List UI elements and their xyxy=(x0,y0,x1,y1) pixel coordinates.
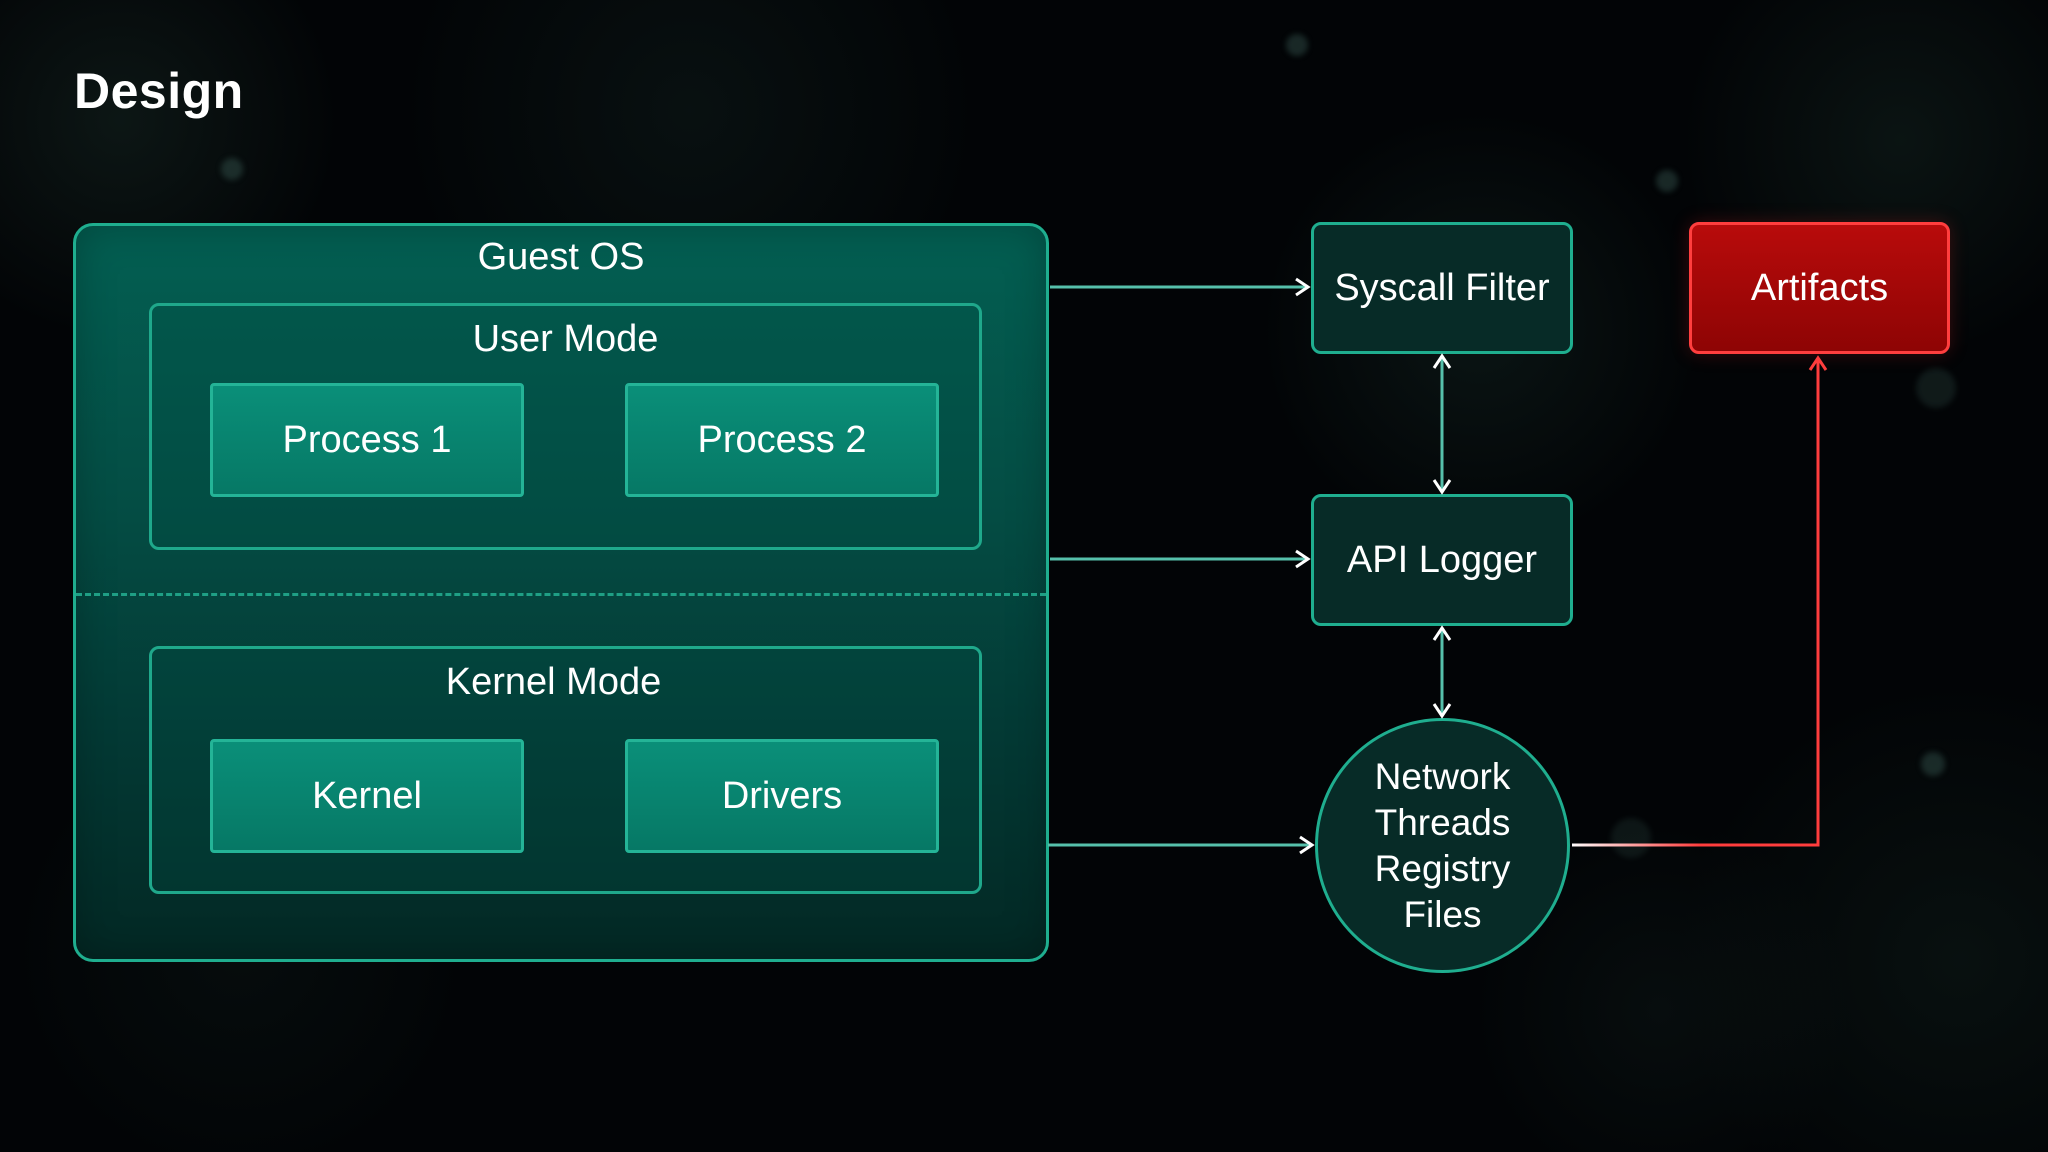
mode-separator-dashed-line xyxy=(76,593,1046,596)
collector-line-registry: Registry xyxy=(1374,847,1511,889)
guest-to-syscall-arrow xyxy=(1050,277,1311,297)
background-dot xyxy=(221,158,243,180)
collector-line-network: Network xyxy=(1374,755,1511,797)
drivers-box: Drivers xyxy=(625,739,939,853)
api-logger-box: API Logger xyxy=(1311,494,1573,626)
syscall-filter-box: Syscall Filter xyxy=(1311,222,1573,354)
background-dot xyxy=(1611,818,1651,858)
syscall-api-logger-bidirectional-arrow xyxy=(1432,353,1452,495)
background-dot xyxy=(1286,34,1308,56)
api-logger-collector-bidirectional-arrow xyxy=(1432,625,1452,719)
collector-to-artifacts-arrow xyxy=(1572,355,1828,847)
slide-title: Design xyxy=(74,63,244,119)
collector-line-threads: Threads xyxy=(1374,801,1511,843)
kernel-to-collector-arrow xyxy=(1048,835,1315,855)
process-1-box: Process 1 xyxy=(210,383,524,497)
guest-os-label: Guest OS xyxy=(477,236,645,278)
kernel-mode-box: Kernel Mode Kernel Drivers xyxy=(149,646,982,894)
background-dot xyxy=(1921,752,1945,776)
kernel-box: Kernel xyxy=(210,739,524,853)
collector-circle: Network Threads Registry Files xyxy=(1315,718,1570,973)
collector-line-files: Files xyxy=(1403,893,1482,935)
guest-to-api-logger-arrow xyxy=(1050,549,1311,569)
background-dot xyxy=(1916,368,1956,408)
guest-os-container: Guest OS User Mode Process 1 Process 2 K… xyxy=(73,223,1049,962)
process-2-box: Process 2 xyxy=(625,383,939,497)
kernel-mode-label: Kernel Mode xyxy=(445,661,662,703)
background-dot xyxy=(1656,170,1678,192)
artifacts-box: Artifacts xyxy=(1689,222,1950,354)
user-mode-label: User Mode xyxy=(472,318,659,360)
user-mode-box: User Mode Process 1 Process 2 xyxy=(149,303,982,550)
